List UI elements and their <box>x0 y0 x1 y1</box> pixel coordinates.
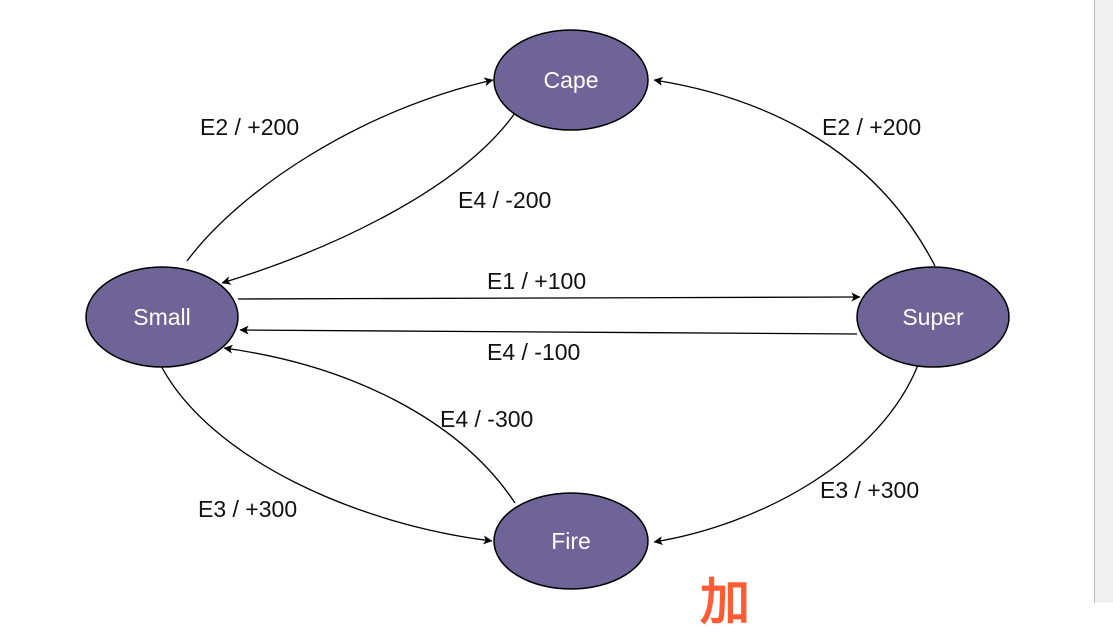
window-right-edge <box>1094 0 1113 603</box>
label-super-to-cape: E2 / +200 <box>822 114 921 140</box>
label-super-to-small: E4 / -100 <box>487 339 580 365</box>
state-cape: Cape <box>493 29 649 131</box>
edge-small-to-cape <box>186 77 494 262</box>
watermark: 加 <box>700 573 752 631</box>
state-fire-label: Fire <box>551 528 591 554</box>
state-fire: Fire <box>493 492 649 590</box>
label-super-to-fire: E3 / +300 <box>820 477 919 503</box>
state-super-label: Super <box>902 304 964 330</box>
label-small-to-cape: E2 / +200 <box>200 114 299 140</box>
state-diagram: E2 / +200 E4 / -200 E2 / +200 E1 / +100 … <box>85 29 1010 590</box>
state-super: Super <box>856 266 1010 368</box>
edge-super-to-small <box>239 325 858 335</box>
edge-fire-to-small <box>223 344 516 504</box>
edge-small-to-super <box>237 292 861 302</box>
state-cape-label: Cape <box>544 67 599 93</box>
state-small-label: Small <box>133 304 191 330</box>
edge-cape-to-small <box>221 112 516 285</box>
edge-super-to-cape <box>653 76 936 267</box>
label-cape-to-small: E4 / -200 <box>458 187 551 213</box>
label-fire-to-small: E4 / -300 <box>440 406 533 432</box>
state-small: Small <box>85 266 239 368</box>
edge-super-to-fire <box>653 364 919 546</box>
edge-small-to-fire <box>159 363 493 545</box>
label-small-to-fire: E3 / +300 <box>198 496 297 522</box>
label-small-to-super: E1 / +100 <box>487 268 586 294</box>
